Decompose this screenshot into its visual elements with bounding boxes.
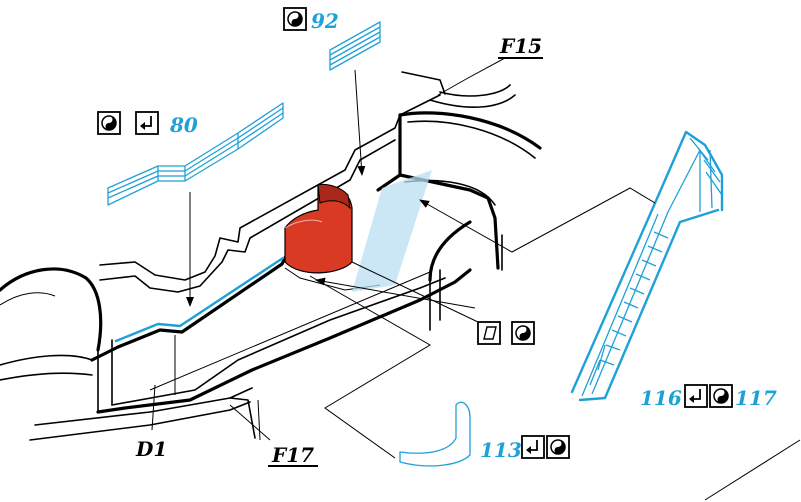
bend-icon xyxy=(135,111,159,135)
bend-icon xyxy=(521,435,545,459)
callout-92: 92 xyxy=(283,7,339,33)
part-116-staircase xyxy=(570,130,724,402)
reference-f15: F15 xyxy=(498,34,543,59)
arrow-113 xyxy=(315,277,476,309)
callout-red-part xyxy=(477,321,535,345)
arrow-113-leader xyxy=(309,275,431,459)
part-113-curved-sheet xyxy=(399,401,471,467)
reference-label-d1: D1 xyxy=(135,437,167,461)
part-number-116: 116 xyxy=(640,386,682,410)
leader-red-part xyxy=(351,261,479,323)
paint-icon xyxy=(546,435,570,459)
part-80-grating xyxy=(107,102,284,206)
reference-label-f15: F15 xyxy=(499,34,542,58)
part-number-113: 113 xyxy=(480,438,522,462)
f15-curved-wall xyxy=(398,111,542,177)
callout-113: 113 xyxy=(480,435,570,462)
callout-116-117: 116 117 xyxy=(640,384,777,410)
part-number-117: 117 xyxy=(735,386,777,410)
part-92-grating xyxy=(329,21,381,71)
reference-label-f17: F17 xyxy=(271,443,314,467)
hull-structure xyxy=(0,71,801,501)
red-curved-part xyxy=(284,183,353,274)
leader-lines xyxy=(151,57,656,459)
bend-icon xyxy=(684,384,708,408)
arrow-92 xyxy=(354,69,366,176)
paint-icon xyxy=(97,111,121,135)
paint-icon xyxy=(709,384,733,408)
leader-d1 xyxy=(151,384,156,431)
glue-surface-icon xyxy=(477,321,501,345)
left-dome-outline xyxy=(0,267,103,352)
reference-f17: F17 xyxy=(268,443,318,467)
blue-edge-strip xyxy=(114,256,285,343)
leader-f15 xyxy=(437,57,506,96)
leader-f17 xyxy=(229,404,271,441)
paint-icon xyxy=(283,7,307,31)
paint-icon xyxy=(511,321,535,345)
part-number-92: 92 xyxy=(311,9,339,33)
part-number-80: 80 xyxy=(169,113,198,137)
arrow-116 xyxy=(419,187,656,253)
callout-80: 80 xyxy=(97,111,198,137)
translucent-panel xyxy=(352,170,432,292)
